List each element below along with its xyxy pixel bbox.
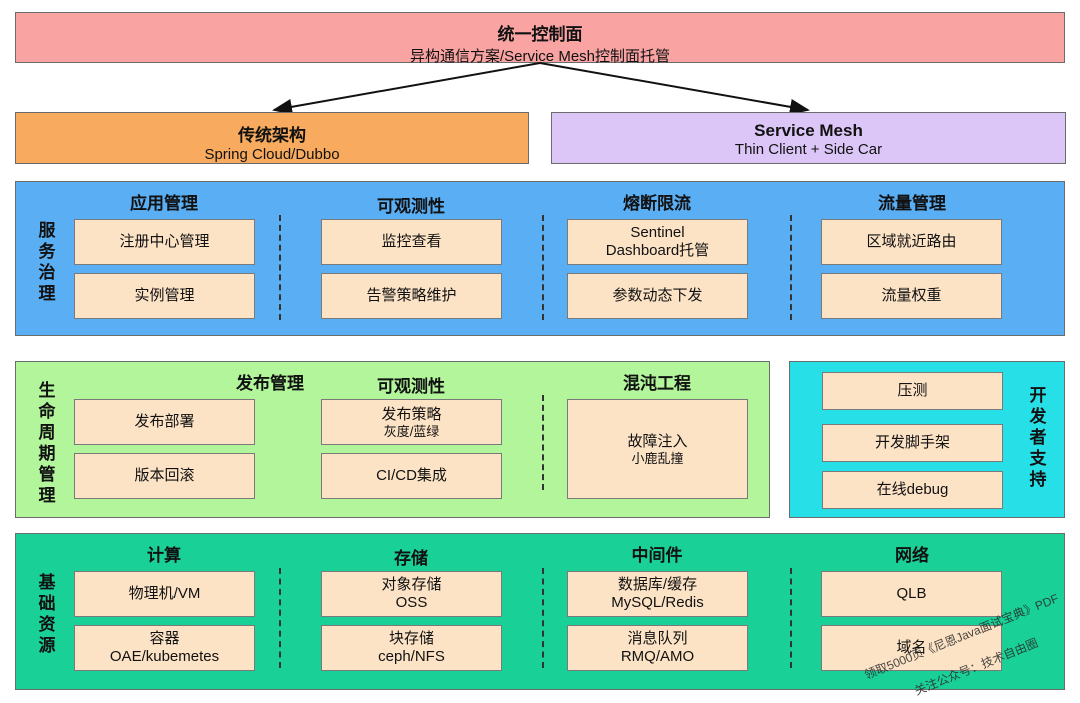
item-traffic-weight: 流量权重 xyxy=(821,273,1002,319)
connector-arrows xyxy=(272,62,810,115)
fault-injection-main: 故障注入 xyxy=(627,432,688,450)
header-traffic-management: 流量管理 xyxy=(878,194,946,213)
service-mesh-subtitle: Thin Client + Side Car xyxy=(734,141,883,158)
label-char: 开 xyxy=(1029,386,1047,405)
divider xyxy=(542,395,544,490)
item-monitoring: 监控查看 xyxy=(321,219,502,265)
header-network: 网络 xyxy=(895,546,929,565)
header-lifecycle-observability: 可观测性 xyxy=(377,377,445,396)
item-domain-name: 域名 xyxy=(821,625,1002,671)
header-storage: 存储 xyxy=(394,549,428,568)
fault-injection-sub: 小鹿乱撞 xyxy=(631,450,684,466)
header-chaos-engineering: 混沌工程 xyxy=(623,374,691,393)
infrastructure-label: 基 础 资 源 xyxy=(36,572,58,656)
item-registry-management: 注册中心管理 xyxy=(74,219,255,265)
divider xyxy=(279,215,281,320)
arrow-to-traditional xyxy=(272,62,541,115)
item-database-cache: 数据库/缓存 MySQL/Redis xyxy=(567,571,748,617)
label-char: 理 xyxy=(38,284,56,303)
lifecycle-label: 生 命 周 期 管 理 xyxy=(36,380,58,506)
header-release-management: 发布管理 xyxy=(236,374,304,393)
divider xyxy=(542,215,544,320)
label-char: 源 xyxy=(38,636,56,655)
arrow-to-service-mesh xyxy=(539,62,810,115)
traditional-title: 传统架构 xyxy=(238,126,306,145)
traditional-architecture-panel: 传统架构 Spring Cloud/Dubbo xyxy=(15,112,529,164)
control-plane-panel: 统一控制面 异构通信方案/Service Mesh控制面托管 xyxy=(15,12,1065,65)
label-char: 周 xyxy=(38,423,56,442)
item-cicd-integration: CI/CD集成 xyxy=(321,453,502,499)
item-regional-routing: 区域就近路由 xyxy=(821,219,1002,265)
item-load-testing: 压测 xyxy=(822,372,1003,410)
traditional-subtitle: Spring Cloud/Dubbo xyxy=(204,146,340,163)
divider xyxy=(279,568,281,668)
divider xyxy=(542,568,544,668)
header-app-management: 应用管理 xyxy=(130,194,198,213)
label-char: 命 xyxy=(38,402,56,421)
label-char: 础 xyxy=(38,594,56,613)
label-char: 支 xyxy=(1029,449,1047,468)
item-fault-injection: 故障注入 小鹿乱撞 xyxy=(567,399,748,499)
label-char: 治 xyxy=(38,263,56,282)
release-strategy-main: 发布策略 xyxy=(381,405,442,423)
divider xyxy=(790,568,792,668)
label-char: 发 xyxy=(1029,407,1047,426)
label-char: 理 xyxy=(38,486,56,505)
control-plane-subtitle: 异构通信方案/Service Mesh控制面托管 xyxy=(409,48,671,65)
label-char: 生 xyxy=(38,381,56,400)
header-observability: 可观测性 xyxy=(377,197,445,216)
label-char: 基 xyxy=(38,573,56,592)
label-char: 服 xyxy=(38,221,56,240)
service-mesh-title: Service Mesh xyxy=(754,121,863,140)
item-release-strategy: 发布策略 灰度/蓝绿 xyxy=(321,399,502,445)
item-message-queue: 消息队列 RMQ/AMO xyxy=(567,625,748,671)
item-object-storage: 对象存储 OSS xyxy=(321,571,502,617)
label-char: 期 xyxy=(38,444,56,463)
header-circuit-breaking: 熔断限流 xyxy=(623,194,691,213)
divider xyxy=(790,215,792,320)
item-container: 容器 OAE/kubemetes xyxy=(74,625,255,671)
label-char: 资 xyxy=(38,615,56,634)
item-dev-scaffold: 开发脚手架 xyxy=(822,424,1003,462)
service-mesh-panel: Service Mesh Thin Client + Side Car xyxy=(551,112,1066,164)
item-instance-management: 实例管理 xyxy=(74,273,255,319)
item-physical-vm: 物理机/VM xyxy=(74,571,255,617)
item-alert-policy: 告警策略维护 xyxy=(321,273,502,319)
release-strategy-sub: 灰度/蓝绿 xyxy=(383,423,440,439)
label-char: 管 xyxy=(38,465,56,484)
service-governance-label: 服 务 治 理 xyxy=(36,220,58,304)
item-qlb: QLB xyxy=(821,571,1002,617)
item-block-storage: 块存储 ceph/NFS xyxy=(321,625,502,671)
item-dynamic-params: 参数动态下发 xyxy=(567,273,748,319)
header-middleware: 中间件 xyxy=(631,546,683,565)
item-version-rollback: 版本回滚 xyxy=(74,453,255,499)
label-char: 持 xyxy=(1029,470,1047,489)
item-online-debug: 在线debug xyxy=(822,471,1003,509)
header-compute: 计算 xyxy=(147,546,181,565)
developer-support-label: 开 发 者 支 持 xyxy=(1027,385,1049,490)
label-char: 者 xyxy=(1029,428,1047,447)
item-release-deploy: 发布部署 xyxy=(74,399,255,445)
item-sentinel-dashboard: Sentinel Dashboard托管 xyxy=(567,219,748,265)
label-char: 务 xyxy=(38,242,56,261)
control-plane-title: 统一控制面 xyxy=(497,25,583,44)
